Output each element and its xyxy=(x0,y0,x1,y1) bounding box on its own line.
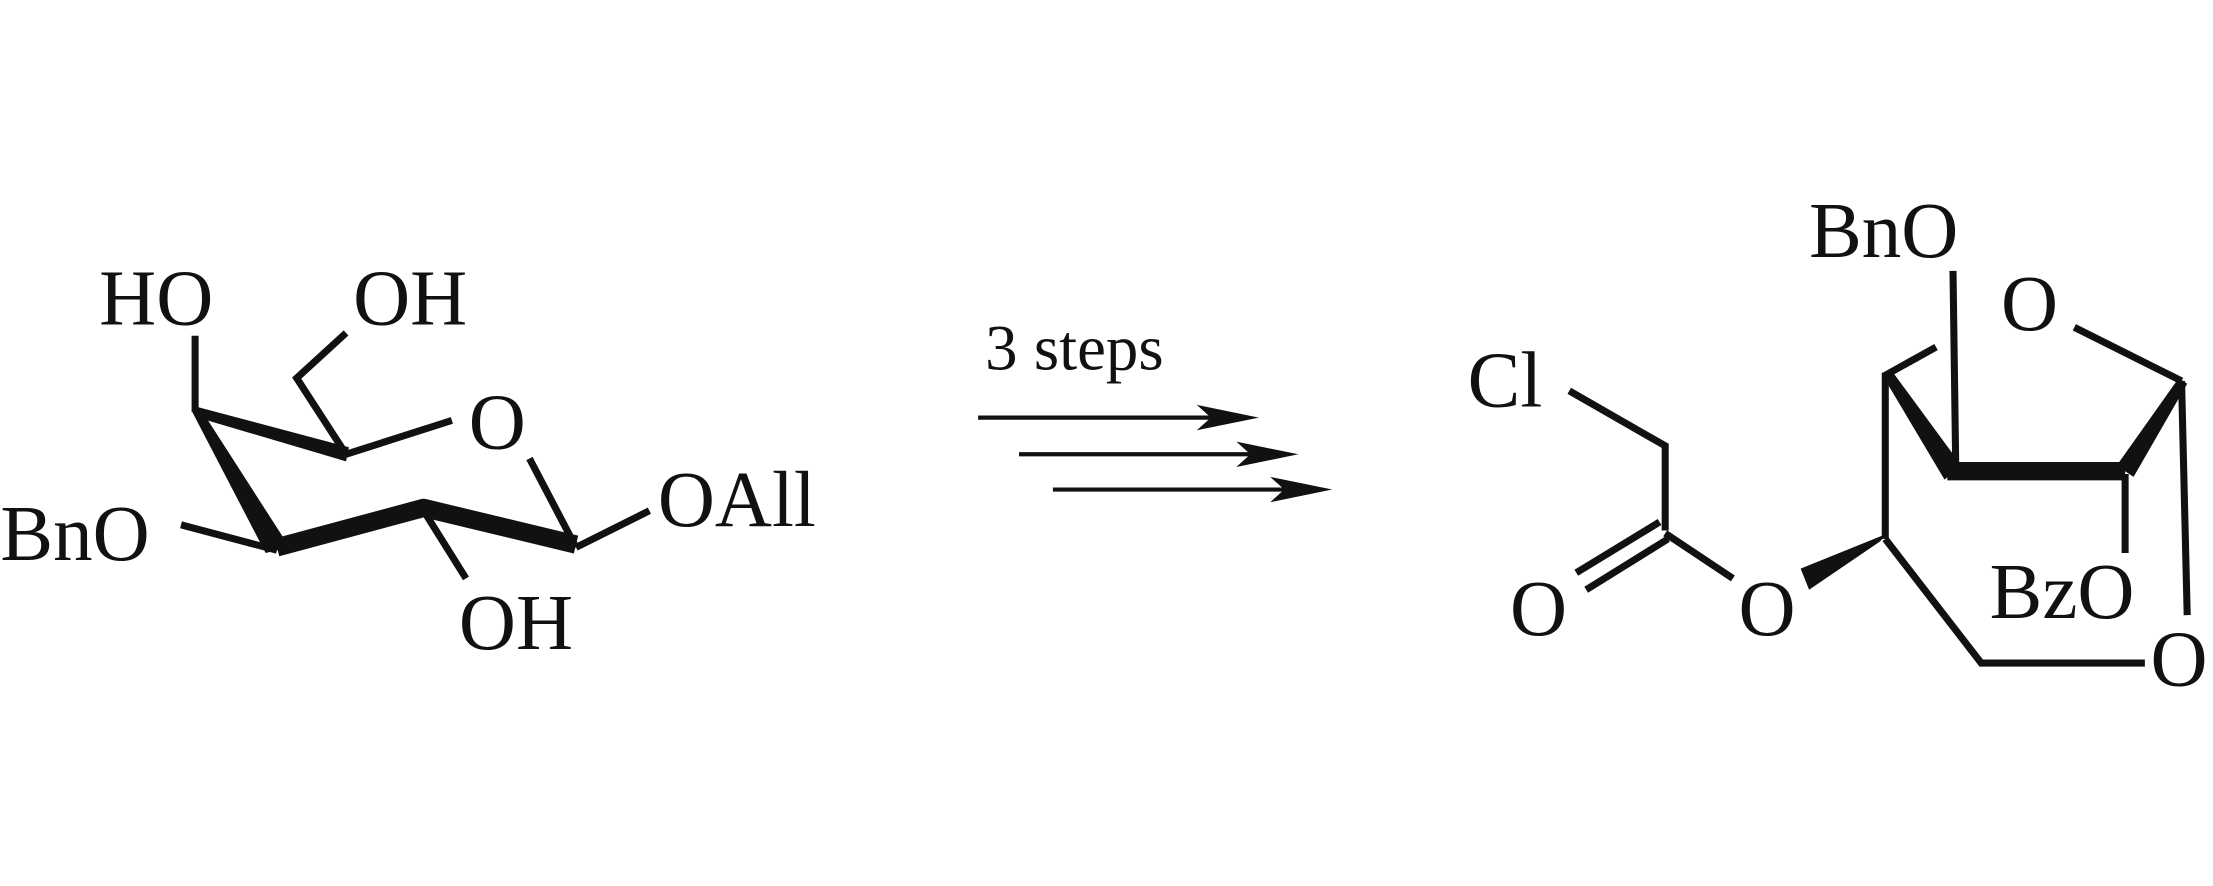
bond-c4-c5-wedge xyxy=(1882,369,1962,480)
label-bno: BnO xyxy=(0,491,149,578)
label-bridge-o: O xyxy=(2151,617,2208,704)
bond-cl-ch2-co xyxy=(1567,387,1669,531)
label-bno: BnO xyxy=(1809,188,1958,275)
bond-c4-c5 xyxy=(195,406,349,462)
bond-c3-ch2-obridge xyxy=(1882,536,2145,667)
bond-co-double-1 xyxy=(1574,518,1662,576)
label-oh-bottom: OH xyxy=(459,580,573,667)
label-ester-o: O xyxy=(1739,566,1796,653)
bond-c3-oester-wedge xyxy=(1800,533,1889,590)
bond-c5-c6 xyxy=(292,330,350,457)
bond-c5-o xyxy=(344,417,453,458)
reaction-arrows: 3 steps xyxy=(978,313,1333,503)
bond-c1-oall xyxy=(574,507,651,551)
bond-c2-oh xyxy=(420,508,469,581)
bond-c-oester xyxy=(1663,530,1735,582)
label-cl: Cl xyxy=(1468,337,1543,424)
label-oh-top: OH xyxy=(353,255,467,342)
label-bzo: BzO xyxy=(1990,549,2135,636)
reactant-molecule: HO OH O OAll BnO OH xyxy=(0,255,815,666)
arrowhead-3 xyxy=(1270,476,1333,503)
bond-o-c7 xyxy=(2072,324,2184,385)
bond-obn xyxy=(1949,270,1960,473)
arrowhead-1 xyxy=(1196,404,1259,431)
label-carbonyl-o: O xyxy=(1510,566,1567,653)
bond-o-c1 xyxy=(526,456,580,550)
bond-c6-c7-wedge xyxy=(2116,378,2188,477)
label-ring-o: O xyxy=(2001,261,2058,348)
bond-c3-c2-c1-bold xyxy=(274,498,579,557)
bond-c4-c3-wedge xyxy=(192,409,290,554)
label-ho: HO xyxy=(99,255,213,342)
bond-c4-o xyxy=(1883,343,1938,379)
label-ring-o: O xyxy=(469,380,526,467)
bond-c7-obridge xyxy=(2178,380,2191,616)
product-molecule: BnO O Cl O O BzO O xyxy=(1468,188,2208,704)
label-oall: OAll xyxy=(658,457,816,544)
bond-c3-obn xyxy=(180,521,278,554)
bond-co-double-2 xyxy=(1584,535,1670,593)
arrow-label: 3 steps xyxy=(985,313,1163,385)
arrowhead-2 xyxy=(1236,441,1299,467)
